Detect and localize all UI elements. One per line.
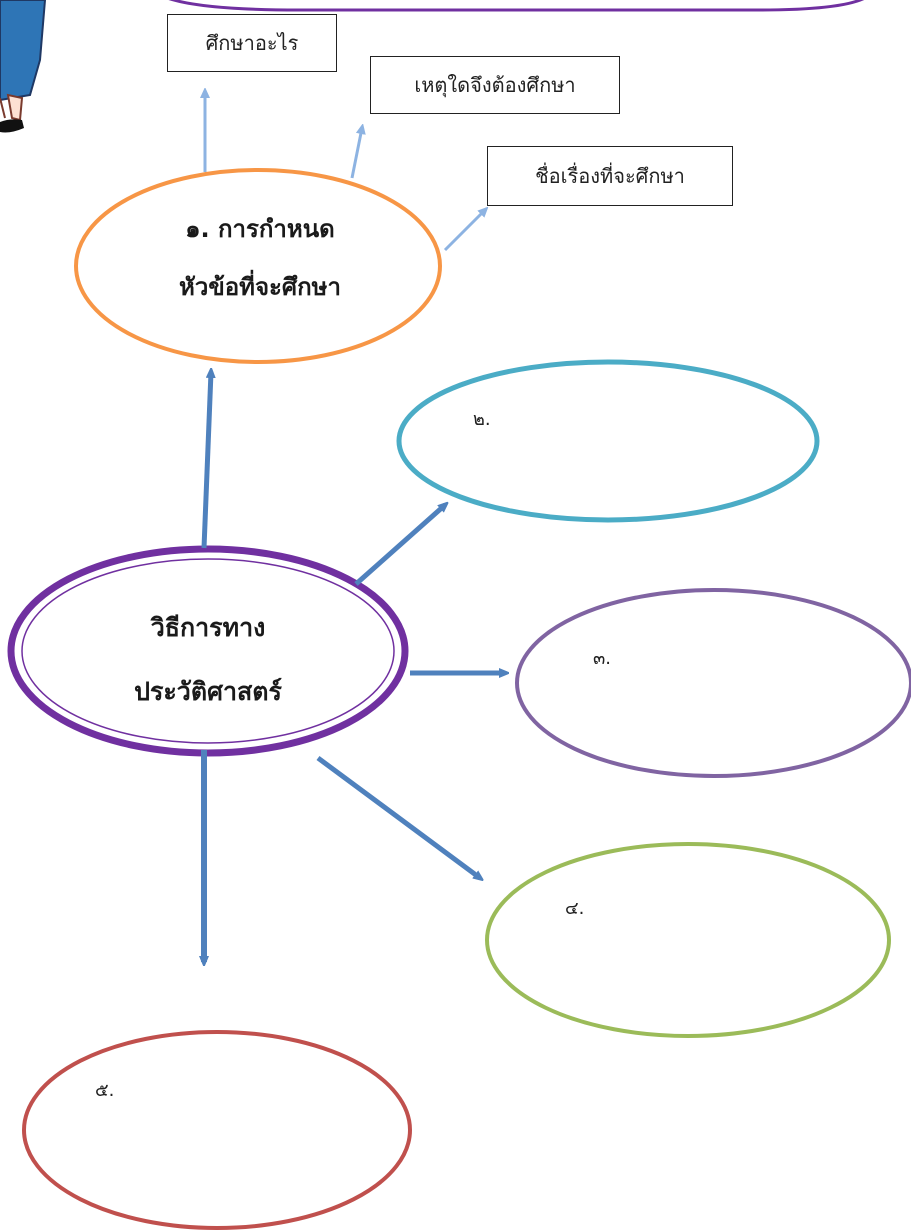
box-why-label: เหตุใดจึงต้องศึกษา <box>414 73 576 97</box>
box-what: ศึกษาอะไร <box>167 14 337 72</box>
step3-ellipse <box>515 588 911 778</box>
arrow-to-step1 <box>201 372 211 549</box>
step2-number: ๒. <box>473 409 491 430</box>
step4-number: ๔. <box>565 898 585 919</box>
step2-ellipse <box>396 359 820 523</box>
arrow-to-title <box>443 210 485 252</box>
step4-ellipse <box>485 842 891 1038</box>
arrow-to-step4 <box>316 755 480 878</box>
center-line1: วิธีการทาง <box>150 613 266 642</box>
step5-number: ๕. <box>95 1080 115 1101</box>
top-banner-edge <box>168 0 865 12</box>
step1-title: ๑. การกำหนด หัวข้อที่จะศึกษา <box>110 200 410 316</box>
box-what-label: ศึกษาอะไร <box>205 31 299 55</box>
step1-line1: ๑. การกำหนด <box>185 215 335 243</box>
step3-number: ๓. <box>593 648 612 669</box>
box-title: ชื่อเรื่องที่จะศึกษา <box>487 146 733 206</box>
arrow-to-why <box>350 128 362 179</box>
step1-ellipse <box>74 168 442 364</box>
character-illustration <box>0 0 47 133</box>
step5-ellipse <box>22 1030 412 1230</box>
center-line2: ประวัติศาสตร์ <box>134 677 282 706</box>
center-ellipse-inner <box>21 558 395 744</box>
step1-line2: หัวข้อที่จะศึกษา <box>179 273 341 301</box>
box-why: เหตุใดจึงต้องศึกษา <box>370 56 620 114</box>
box-title-label: ชื่อเรื่องที่จะศึกษา <box>535 164 685 188</box>
center-title: วิธีการทาง ประวัติศาสตร์ <box>58 598 358 722</box>
arrow-to-step2 <box>354 505 445 586</box>
center-ellipse-outer <box>7 545 409 757</box>
